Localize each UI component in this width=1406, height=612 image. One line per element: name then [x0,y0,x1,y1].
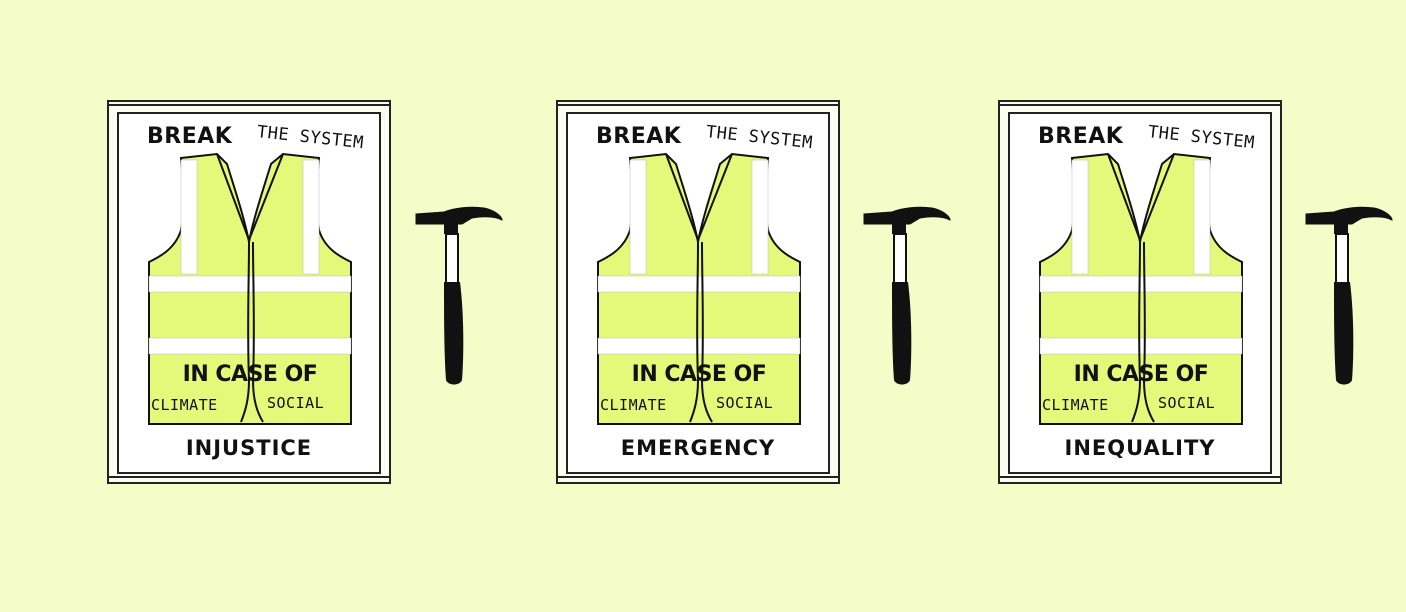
frame-cap [998,100,1282,106]
social-option: SOCIAL [267,394,325,412]
frame-cap [107,100,391,106]
break-label: BREAK [596,124,682,149]
climate-option: CLIMATE [1042,396,1109,414]
frame-foot [107,476,391,484]
in-case-of-label: IN CASE OF [182,362,318,387]
in-case-of-label: IN CASE OF [1073,362,1209,387]
climate-option: CLIMATE [600,396,667,414]
social-option: SOCIAL [1158,394,1216,412]
bottom-word: INJUSTICE [185,436,313,460]
break-label: BREAK [147,124,233,149]
frame-foot [556,476,840,484]
climate-option: CLIMATE [151,396,218,414]
emergency-box-injustice: BREAK THE SYSTEM IN CASE OF CLIMATE SOCI… [107,100,391,484]
in-case-of-label: IN CASE OF [631,362,767,387]
emergency-box-inequality: BREAK THE SYSTEM IN CASE OF CLIMATE SOCI… [998,100,1282,484]
frame-cap [556,100,840,106]
hammer-icon [862,204,952,388]
hammer-icon [414,204,504,388]
frame-foot [998,476,1282,484]
emergency-box-emergency: BREAK THE SYSTEM IN CASE OF CLIMATE SOCI… [556,100,840,484]
social-option: SOCIAL [716,394,774,412]
bottom-word: EMERGENCY [620,436,776,460]
bottom-word: INEQUALITY [1064,436,1216,460]
break-label: BREAK [1038,124,1124,149]
hammer-icon [1304,204,1394,388]
